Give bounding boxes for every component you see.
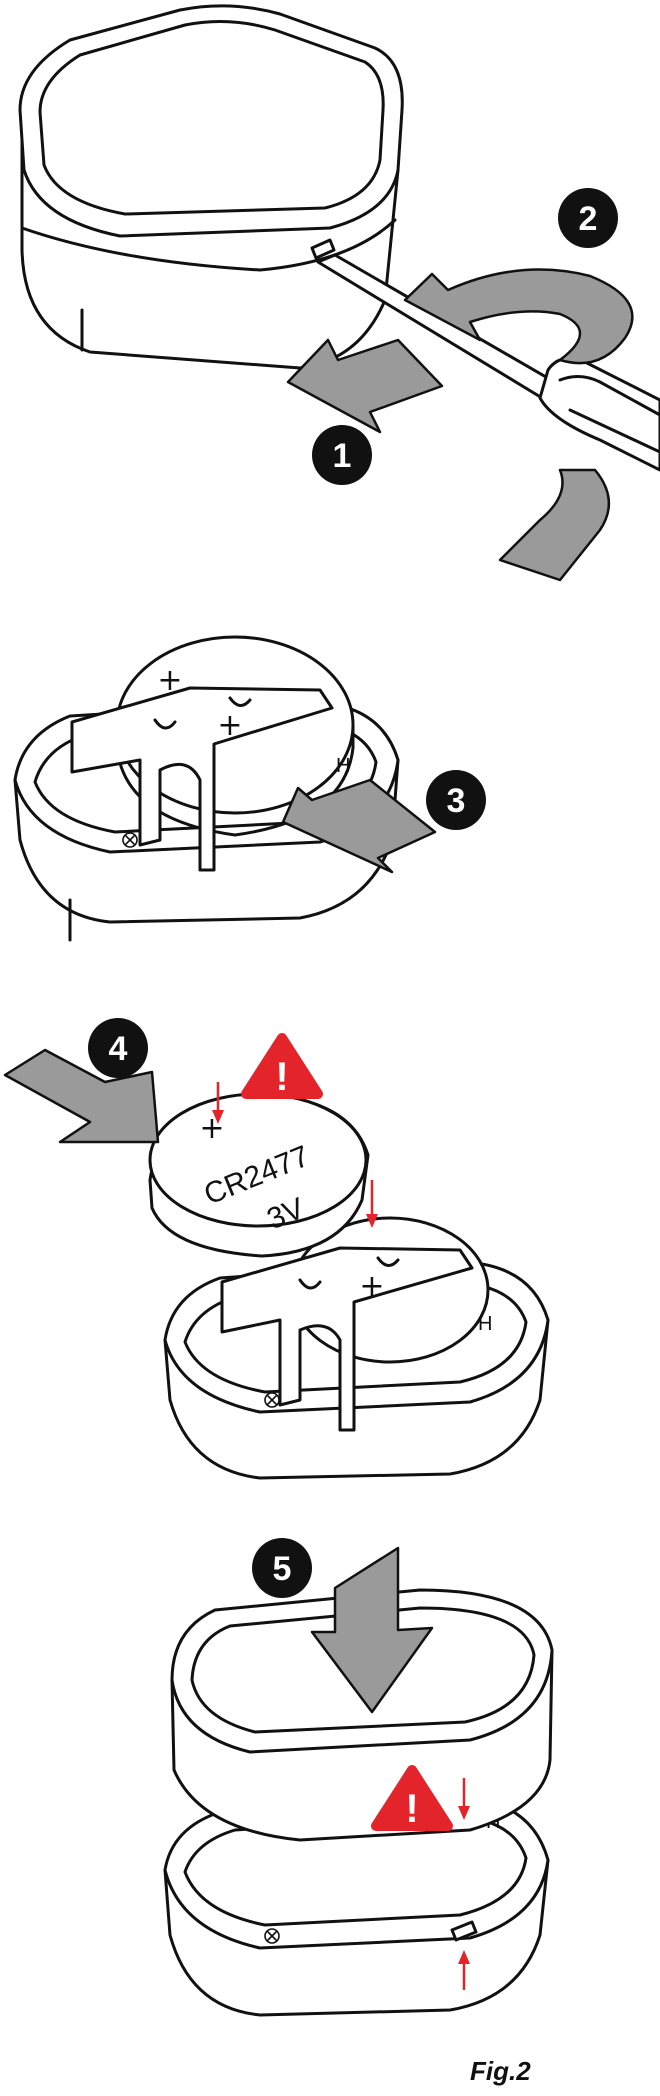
rotate-arrow-step-2 — [405, 270, 632, 364]
step-badge-2: 2 — [558, 188, 618, 248]
step-badge-3: 3 — [426, 770, 486, 830]
figure-label: Fig.2 — [470, 2056, 531, 2087]
step-badge-1: 1 — [312, 425, 372, 485]
closed-case-step-1-2 — [20, 6, 402, 368]
holder-h-mark: H — [336, 755, 350, 777]
holder-plus-mark-step-4: + — [359, 1269, 384, 1304]
step-badge-4: 4 — [88, 1018, 148, 1078]
step-number-2: 2 — [579, 200, 598, 238]
open-case-step-3: + + H — [15, 637, 398, 940]
step-number-1: 1 — [333, 437, 352, 475]
step-badge-5: 5 — [252, 1538, 312, 1598]
step-number-5: 5 — [273, 1550, 292, 1588]
step-number-4: 4 — [109, 1030, 128, 1068]
open-case-step-4: + H — [165, 1218, 548, 1478]
new-coin-battery: + CR2477 3V — [150, 1094, 368, 1256]
warning-mark-step-4: ! — [275, 1055, 288, 1099]
holder-plus-mark: + — [217, 708, 242, 743]
warning-icon-step-4: ! — [246, 1038, 318, 1099]
rotate-arrow-step-2-tail — [500, 470, 609, 580]
warning-mark-step-5: ! — [405, 1787, 418, 1831]
holder-h-mark-step-4: H — [478, 1313, 492, 1335]
step-number-3: 3 — [447, 782, 466, 820]
